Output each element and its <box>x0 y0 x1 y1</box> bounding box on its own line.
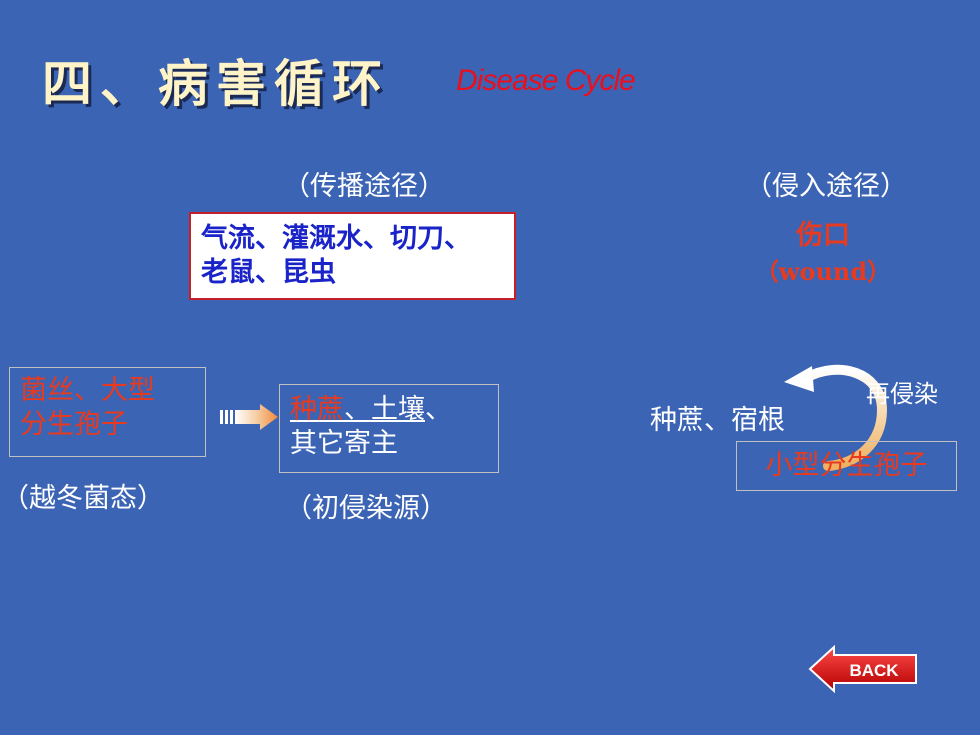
host-label: 种蔗、宿根 <box>650 405 785 436</box>
overwintering-label: （越冬菌态） <box>2 483 164 514</box>
initial-source-line-2: 其它寄主 <box>290 428 398 459</box>
initial-source-separator: 、 <box>425 394 452 425</box>
seed-cane-text: 种蔗 <box>290 394 344 425</box>
initial-source-line-1: 种蔗、土壤、 <box>290 393 498 427</box>
initial-source-label: （初侵染源） <box>285 493 447 524</box>
microconidia-box: 小型分生孢子 <box>736 441 957 491</box>
initial-source-box: 种蔗、土壤、 其它寄主 <box>279 384 499 473</box>
entry-route-cn: 伤口 <box>796 220 850 251</box>
entry-route-en: （wound） <box>754 257 892 286</box>
transmission-route-label: （传播途径） <box>283 171 445 202</box>
overwintering-line-2: 分生孢子 <box>20 409 128 440</box>
slide-title: 四、病害循环 <box>42 54 390 113</box>
arrow-right-icon <box>220 404 278 430</box>
slide-subtitle: Disease Cycle <box>456 64 636 97</box>
entry-route-label: （侵入途径） <box>745 171 907 202</box>
entry-route: 伤口 （wound） <box>748 218 898 290</box>
transmission-box: 气流、灌溉水、切刀、 老鼠、昆虫 <box>189 212 516 300</box>
reinfection-label: 再侵染 <box>866 380 938 408</box>
overwintering-line-1: 菌丝、大型 <box>20 375 155 406</box>
back-button-label: BACK <box>849 661 899 680</box>
transmission-line-2: 老鼠、昆虫 <box>201 257 336 288</box>
back-button[interactable]: BACK <box>808 645 918 693</box>
soil-text: 、土壤 <box>344 394 425 425</box>
cycle-arrow-icon <box>784 364 888 471</box>
overwintering-box: 菌丝、大型 分生孢子 <box>9 367 206 457</box>
transmission-line-1: 气流、灌溉水、切刀、 <box>201 223 471 254</box>
